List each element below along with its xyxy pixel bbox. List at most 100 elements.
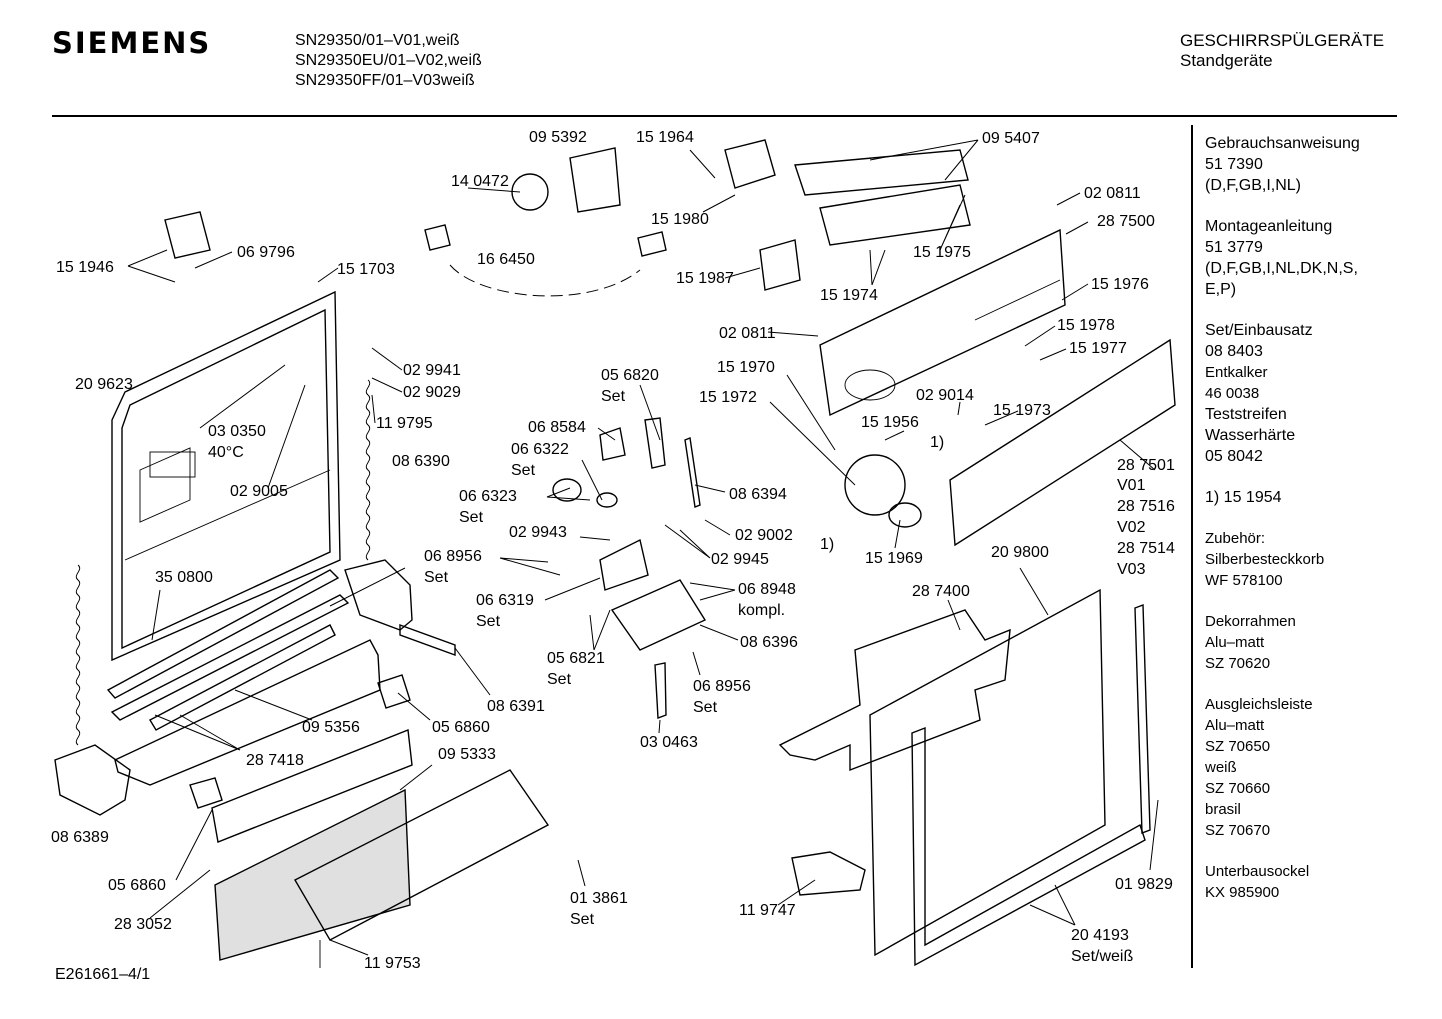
base-number: KX 985900 (1205, 884, 1280, 901)
part-label: 02 9005 (230, 483, 288, 500)
part-label: 09 5407 (982, 130, 1040, 147)
cap-block (377, 674, 411, 709)
part-label: 15 1980 (651, 211, 709, 228)
program-selector (844, 454, 906, 516)
base-title: Unterbausockel (1205, 863, 1310, 880)
part-label: 09 5392 (529, 129, 587, 146)
part-label: 11 9795 (376, 415, 433, 432)
part-label: 02 9943 (509, 524, 567, 541)
front-panel (869, 588, 1106, 957)
cap-part (599, 427, 626, 461)
part-label: Set (693, 699, 718, 716)
part-label: Set (511, 462, 536, 479)
part-label: V01 (1117, 477, 1146, 494)
assembly-group: Montageanleitung 51 3779 (D,F,GB,I,NL,DK… (1205, 216, 1430, 300)
side-bracket (344, 559, 413, 631)
part-label: 15 1970 (717, 359, 775, 376)
part-label: 28 7418 (246, 752, 304, 769)
part-label: 20 9623 (75, 376, 133, 393)
part-label: Set/weiß (1071, 948, 1134, 965)
base-bracket (791, 851, 866, 896)
switch-block (794, 149, 969, 196)
footnote-text: 1) 15 1954 (1205, 489, 1282, 506)
header-divider (52, 115, 1397, 117)
decor-panel (778, 609, 1011, 772)
accessory-title: Zubehör: (1205, 530, 1266, 547)
strip-finish: Alu–matt (1205, 717, 1265, 734)
part-label: 14 0472 (451, 173, 509, 190)
cable-connector (424, 224, 451, 251)
hardness-label: Wasserhärte (1205, 427, 1296, 444)
part-label: 03 0463 (640, 734, 698, 751)
part-label: 06 8948 (738, 581, 796, 598)
part-label: Set (601, 388, 626, 405)
manual-title: Gebrauchsanweisung (1205, 135, 1360, 152)
dispenser-housing (610, 579, 707, 651)
footnote: 1) 15 1954 (1205, 487, 1430, 508)
part-label: 03 0350 (208, 423, 266, 440)
strip-number: SZ 70660 (1205, 780, 1271, 797)
part-label: 11 9747 (739, 902, 796, 919)
part-label: 09 5356 (302, 719, 360, 736)
model-list: SN29350/01–V01,weiß SN29350EU/01–V02,wei… (295, 31, 482, 91)
strip-color: brasil (1205, 801, 1241, 818)
part-label: 06 6319 (476, 592, 534, 609)
part-label: 28 7501 (1117, 457, 1175, 474)
part-label: 05 6860 (108, 877, 166, 894)
model-line: SN29350FF/01–V03weiß (295, 72, 475, 89)
set-group: Set/Einbausatz 08 8403 Entkalker 46 0038… (1205, 320, 1430, 467)
part-label: V02 (1117, 519, 1146, 536)
frame-title: Dekorrahmen (1205, 613, 1296, 630)
part-label: 06 9796 (237, 244, 295, 261)
part-label: Set (570, 911, 595, 928)
strip-title: Ausgleichsleiste (1205, 696, 1313, 713)
part-label: 02 0811 (1084, 185, 1141, 202)
part-label: 15 1987 (676, 270, 734, 287)
part-label: 15 1969 (865, 550, 923, 567)
timer-knob-part (511, 173, 549, 211)
part-label: 15 1946 (56, 259, 114, 276)
strip-number: SZ 70650 (1205, 738, 1271, 755)
category-title: GESCHIRRSPÜLGERÄTE (1180, 31, 1385, 50)
base-group: Unterbausockel KX 985900 (1205, 861, 1430, 903)
part-label: 08 6390 (392, 453, 450, 470)
part-label: 08 6391 (487, 698, 545, 715)
part-label: 02 0811 (719, 325, 776, 342)
sidebar-info: Gebrauchsanweisung 51 7390 (D,F,GB,I,NL)… (1205, 133, 1430, 923)
part-label: 08 6394 (729, 486, 787, 503)
part-label: 15 1977 (1069, 340, 1127, 357)
assembly-languages: (D,F,GB,I,NL,DK,N,S, (1205, 260, 1358, 277)
part-label: 1) (930, 434, 945, 451)
latch-part (724, 139, 776, 189)
strip-number: SZ 70670 (1205, 822, 1271, 839)
part-label: 35 0800 (155, 569, 213, 586)
part-label: 01 3861 (570, 890, 628, 907)
part-label: 05 6860 (432, 719, 490, 736)
model-line: SN29350/01–V01,weiß (295, 32, 460, 49)
part-label: 28 3052 (114, 916, 172, 933)
part-label: 20 4193 (1071, 927, 1129, 944)
part-label: Set (459, 509, 484, 526)
part-label: 28 7400 (912, 583, 970, 600)
assembly-number: 51 3779 (1205, 239, 1263, 256)
frame-number: SZ 70620 (1205, 655, 1271, 672)
hardness-number: 05 8042 (1205, 448, 1263, 465)
facia-strip (949, 338, 1176, 547)
brand-logo: SIEMENS (52, 26, 212, 60)
strip-color: weiß (1205, 759, 1237, 776)
sidebar-divider (1191, 125, 1193, 968)
part-label: 15 1976 (1091, 276, 1149, 293)
assembly-languages: E,P) (1205, 281, 1237, 298)
dispenser-lid (599, 538, 649, 591)
knob-cover (888, 502, 922, 528)
cable-connector (637, 231, 667, 257)
frame-side (1134, 604, 1151, 834)
part-label: 1) (820, 536, 835, 553)
part-label: 15 1974 (820, 287, 878, 304)
switch-housing (819, 184, 971, 246)
part-label: 06 6323 (459, 488, 517, 505)
timer-unit (569, 147, 621, 213)
assembly-title: Montageanleitung (1205, 218, 1333, 235)
part-label: 01 9829 (1115, 876, 1173, 893)
test-strips-label: Teststreifen (1205, 406, 1287, 423)
